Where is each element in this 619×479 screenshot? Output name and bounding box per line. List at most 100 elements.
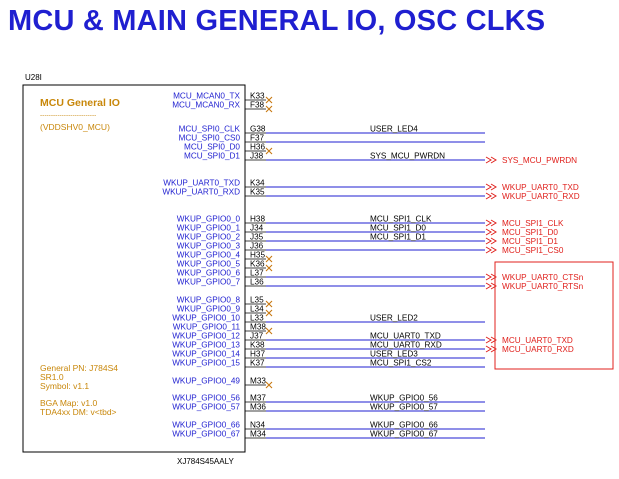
off-page-connector [485, 219, 497, 227]
off-page-connector [485, 282, 497, 290]
off-page-port-label: MCU_UART0_TXD [502, 336, 573, 345]
pin-ball: H35 [250, 251, 265, 260]
pin-ball: M37 [250, 394, 266, 403]
part-supply: (VDDSHV0_MCU) [40, 122, 110, 132]
pin-name: MCU_MCAN0_TX [173, 92, 240, 101]
pin-name: WKUP_UART0_TXD [163, 179, 240, 188]
pin-name: WKUP_GPIO0_56 [172, 394, 240, 403]
pin-ball: L36 [250, 278, 264, 287]
pin-name: WKUP_GPIO0_11 [173, 323, 241, 332]
pin-ball: M33 [250, 377, 266, 386]
off-page-port-label: MCU_SPI1_D0 [502, 228, 558, 237]
net-label: MCU_SPI1_D0 [370, 224, 426, 233]
net-label: MCU_UART0_RXD [370, 341, 442, 350]
pin-name: WKUP_GPIO0_3 [177, 242, 241, 251]
pin-ball: N34 [250, 421, 265, 430]
pin-name: WKUP_GPIO0_67 [172, 430, 240, 439]
net-label: WKUP_GPIO0_67 [370, 430, 438, 439]
pin-ball: K36 [250, 260, 265, 269]
off-page-connector [485, 192, 497, 200]
no-connect-marker [265, 96, 273, 104]
pin-name: WKUP_GPIO0_5 [177, 260, 241, 269]
part-body [22, 84, 246, 453]
pin-ball: F37 [250, 134, 265, 143]
pin-ball: K33 [250, 92, 265, 101]
pin-ball: M36 [250, 403, 266, 412]
net-label: MCU_SPI1_CLK [370, 215, 432, 224]
pin-ball: J37 [250, 332, 264, 341]
pin-ball: L35 [250, 296, 264, 305]
off-page-connector [485, 228, 497, 236]
pin-name: WKUP_GPIO0_14 [172, 350, 240, 359]
off-page-port-label: WKUP_UART0_RTSn [502, 282, 584, 291]
pin-ball: H37 [250, 350, 265, 359]
no-connect-marker [265, 147, 273, 155]
part-info-sr: SR1.0 [40, 372, 64, 382]
part-info-bga: BGA Map: v1.0 [40, 398, 97, 408]
pin-name: WKUP_GPIO0_12 [172, 332, 240, 341]
part-name: MCU General IO [40, 97, 120, 109]
no-connect-marker [265, 264, 273, 272]
pin-name: MCU_SPI0_D0 [184, 143, 240, 152]
pin-name: WKUP_GPIO0_2 [177, 233, 241, 242]
net-label: USER_LED3 [370, 350, 418, 359]
pin-name: WKUP_GPIO0_7 [177, 278, 241, 287]
pin-name: WKUP_GPIO0_9 [177, 305, 241, 314]
pin-name: WKUP_GPIO0_13 [172, 341, 240, 350]
off-page-port-label: MCU_UART0_RXD [502, 345, 574, 354]
net-label: SYS_MCU_PWRDN [370, 152, 445, 161]
no-connect-marker [265, 381, 273, 389]
pin-ball: K37 [250, 359, 265, 368]
net-label: WKUP_GPIO0_66 [370, 421, 438, 430]
net-label: MCU_UART0_TXD [370, 332, 441, 341]
pin-name: MCU_SPI0_CS0 [179, 134, 241, 143]
off-page-port-label: MCU_SPI1_CS0 [502, 246, 564, 255]
pin-name: WKUP_GPIO0_66 [172, 421, 240, 430]
off-page-port-label: WKUP_UART0_TXD [502, 183, 579, 192]
off-page-connector [485, 237, 497, 245]
off-page-connector [485, 273, 497, 281]
no-connect-marker [265, 105, 273, 113]
pin-name: WKUP_GPIO0_4 [177, 251, 241, 260]
part-info-dm: TDA4xx DM: v<tbd> [40, 407, 117, 417]
pin-ball: F38 [250, 101, 265, 110]
off-page-connector [485, 246, 497, 254]
pin-name: MCU_MCAN0_RX [172, 101, 240, 110]
off-page-port-label: WKUP_UART0_CTSn [502, 273, 584, 282]
pin-ball: J34 [250, 224, 264, 233]
off-page-connector [485, 336, 497, 344]
part-name-underline: -------------------------- [40, 112, 96, 119]
pin-name: WKUP_GPIO0_49 [172, 377, 240, 386]
pin-name: WKUP_GPIO0_15 [172, 359, 240, 368]
pin-ball: M34 [250, 430, 266, 439]
off-page-connector [485, 183, 497, 191]
pin-ball: K38 [250, 341, 265, 350]
pin-name: WKUP_GPIO0_10 [172, 314, 240, 323]
off-page-port-label: MCU_SPI1_D1 [502, 237, 558, 246]
pin-ball: J36 [250, 242, 264, 251]
part-info-pn: General PN: J784S4 [40, 363, 118, 373]
pin-ball: K34 [250, 179, 265, 188]
net-label: USER_LED4 [370, 125, 418, 134]
pin-ball: J35 [250, 233, 264, 242]
pin-ball: L37 [250, 269, 264, 278]
net-label: WKUP_GPIO0_56 [370, 394, 438, 403]
pin-name: WKUP_GPIO0_6 [177, 269, 241, 278]
part-info-symbol: Symbol: v1.1 [40, 381, 89, 391]
pin-ball: K35 [250, 188, 265, 197]
no-connect-marker [265, 327, 273, 335]
pin-ball: J38 [250, 152, 264, 161]
off-page-port-label: MCU_SPI1_CLK [502, 219, 564, 228]
pin-ball: L34 [250, 305, 264, 314]
pin-ball: M38 [250, 323, 266, 332]
net-label: MCU_SPI1_D1 [370, 233, 426, 242]
pin-name: WKUP_GPIO0_8 [177, 296, 241, 305]
net-label: MCU_SPI1_CS2 [370, 359, 432, 368]
pin-name: MCU_SPI0_D1 [184, 152, 240, 161]
pin-ball: L33 [250, 314, 264, 323]
pin-name: MCU_SPI0_CLK [179, 125, 241, 134]
part-reference: U28I [25, 73, 42, 82]
pin-ball: G38 [250, 125, 266, 134]
